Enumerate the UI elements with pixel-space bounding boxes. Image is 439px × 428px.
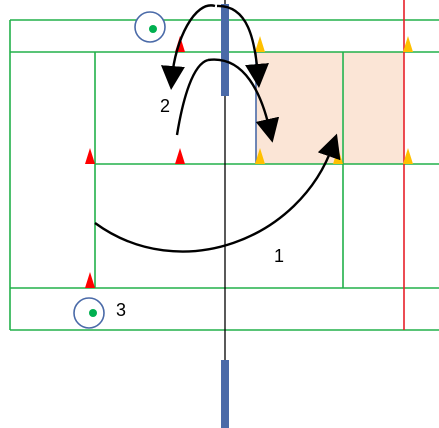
label-step-1: 1 [274,246,284,266]
player-dot-top [149,25,157,33]
red-cone [85,148,95,164]
arrow-long-arc [94,133,341,253]
target-zone-left [256,52,342,164]
net-post-top [221,4,229,96]
arrow-middle-loop-left [175,58,209,136]
label-step-2: 2 [160,96,170,116]
yellow-cone [255,36,265,52]
yellow-cone [255,148,265,164]
arrow-upper-loop-left [160,4,216,90]
arrow-upper-loop-right [216,4,269,88]
player-dot-bottom [89,309,97,317]
red-cone [85,272,95,288]
label-step-3: 3 [116,300,126,320]
arrow-middle-loop-right [207,58,280,143]
yellow-cone [403,36,413,52]
yellow-cone [403,148,413,164]
net-post-bottom [221,360,229,428]
target-zone-right [343,52,404,164]
red-cone [175,148,185,164]
